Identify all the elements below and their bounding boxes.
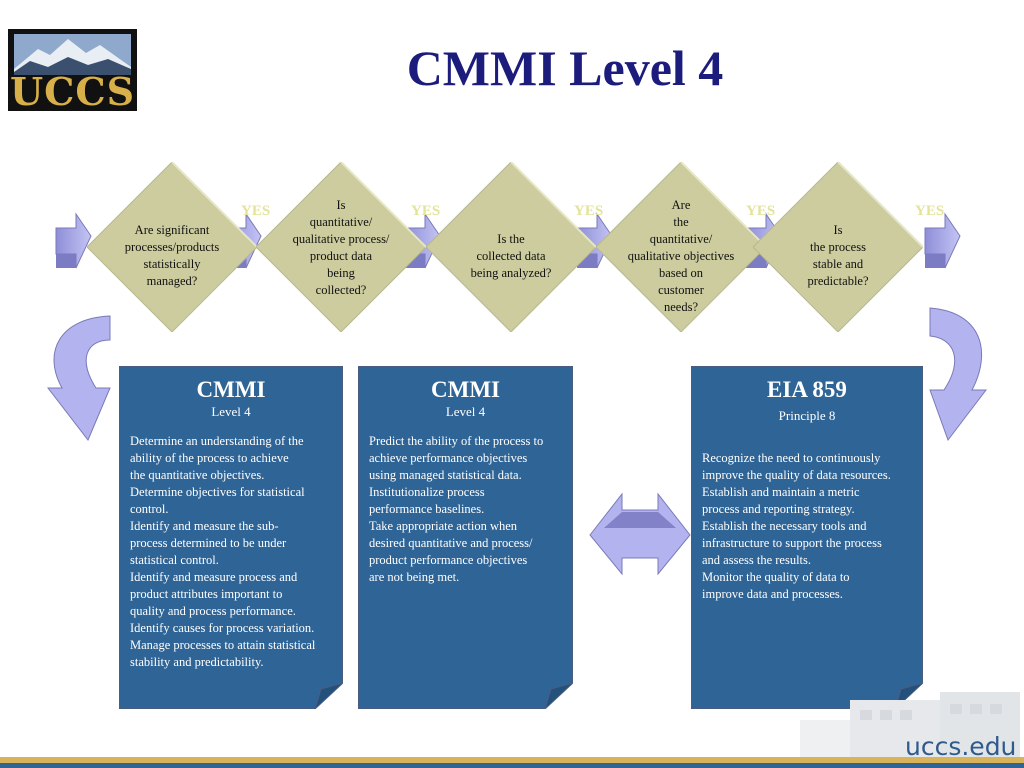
connector-arrow-shadow (925, 254, 945, 268)
decision-question-3: Is the collected data being analyzed? (436, 231, 586, 282)
double-arrow-icon (590, 494, 690, 574)
cmmi-note-card-2: CMMI Level 4 Predict the ability of the … (358, 366, 573, 709)
yes-label-2: YES (411, 203, 440, 220)
card-title: EIA 859 (692, 377, 922, 403)
footer-blue-bar (0, 763, 1024, 768)
decision-diamond-5: Is the process stable and predictable? (753, 162, 923, 332)
connector-arrow-shadow (56, 254, 76, 268)
card-title: CMMI (359, 377, 572, 403)
card-title: CMMI (120, 377, 342, 403)
decision-diamond-2: Is quantitative/ qualitative process/ pr… (256, 162, 426, 332)
page-fold-icon (545, 683, 573, 709)
curved-arrow-left-icon (48, 316, 110, 440)
decision-diamond-4: Are the quantitative/ qualitative object… (596, 162, 766, 332)
eia-note-card: EIA 859 Principle 8 Recognize the need t… (691, 366, 923, 709)
decision-question-1: Are significant processes/products stati… (97, 222, 247, 290)
footer-url: uccs.edu (905, 732, 1016, 761)
card-body: Predict the ability of the process to ac… (369, 433, 543, 586)
curved-arrow-right-icon (930, 308, 986, 440)
decision-question-5: Is the process stable and predictable? (763, 222, 913, 290)
card-subtitle: Principle 8 (692, 408, 922, 424)
decision-question-2: Is quantitative/ qualitative process/ pr… (266, 197, 416, 299)
yes-label-4: YES (746, 203, 775, 220)
yes-label-1: YES (241, 203, 270, 220)
decision-question-4: Are the quantitative/ qualitative object… (606, 197, 756, 316)
cmmi-note-card-1: CMMI Level 4 Determine an understanding … (119, 366, 343, 709)
decision-diamond-1: Are significant processes/products stati… (87, 162, 257, 332)
page-fold-icon (315, 683, 343, 709)
decision-diamond-3: Is the collected data being analyzed? (426, 162, 596, 332)
yes-label-5: YES (915, 203, 944, 220)
card-subtitle: Level 4 (120, 404, 342, 420)
card-body: Determine an understanding of the abilit… (130, 433, 315, 671)
card-body: Recognize the need to continuously impro… (702, 450, 891, 603)
card-subtitle: Level 4 (359, 404, 572, 420)
yes-label-3: YES (574, 203, 603, 220)
